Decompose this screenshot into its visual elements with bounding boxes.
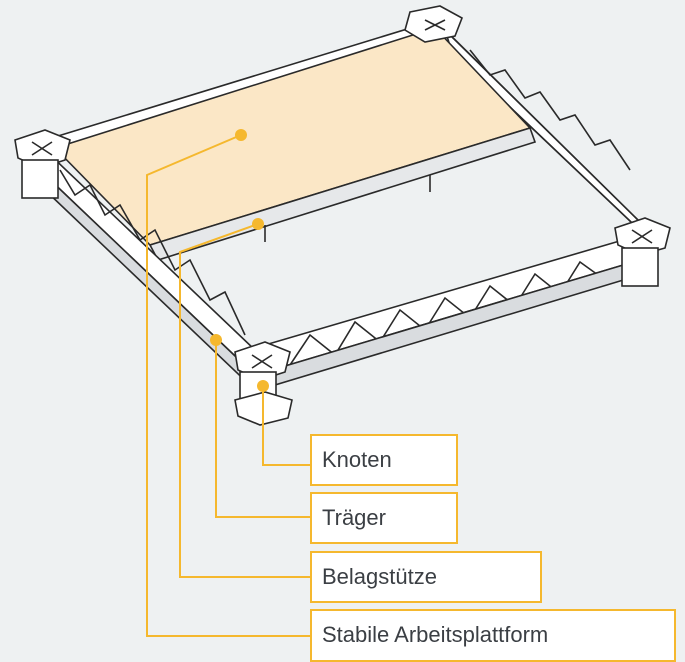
dot-belagstuetze: [252, 218, 264, 230]
dot-knoten: [257, 380, 269, 392]
label-belagstuetze: Belagstütze: [310, 551, 542, 603]
callout-line-traeger: [215, 340, 312, 518]
dot-traeger: [210, 334, 222, 346]
callout-line-plattform: [146, 134, 312, 637]
dot-plattform: [235, 129, 247, 141]
callout-lines: [146, 134, 312, 637]
callout-dot-icon: [210, 129, 269, 392]
callout-line-knoten: [262, 386, 312, 466]
label-knoten: Knoten: [310, 434, 458, 486]
label-traeger: Träger: [310, 492, 458, 544]
truss-front-right: [264, 233, 641, 390]
node-plate-icon: [14, 5, 671, 426]
callout-line-belagstuetze: [179, 223, 312, 578]
label-plattform: Stabile Arbeitsplattform: [310, 609, 676, 662]
